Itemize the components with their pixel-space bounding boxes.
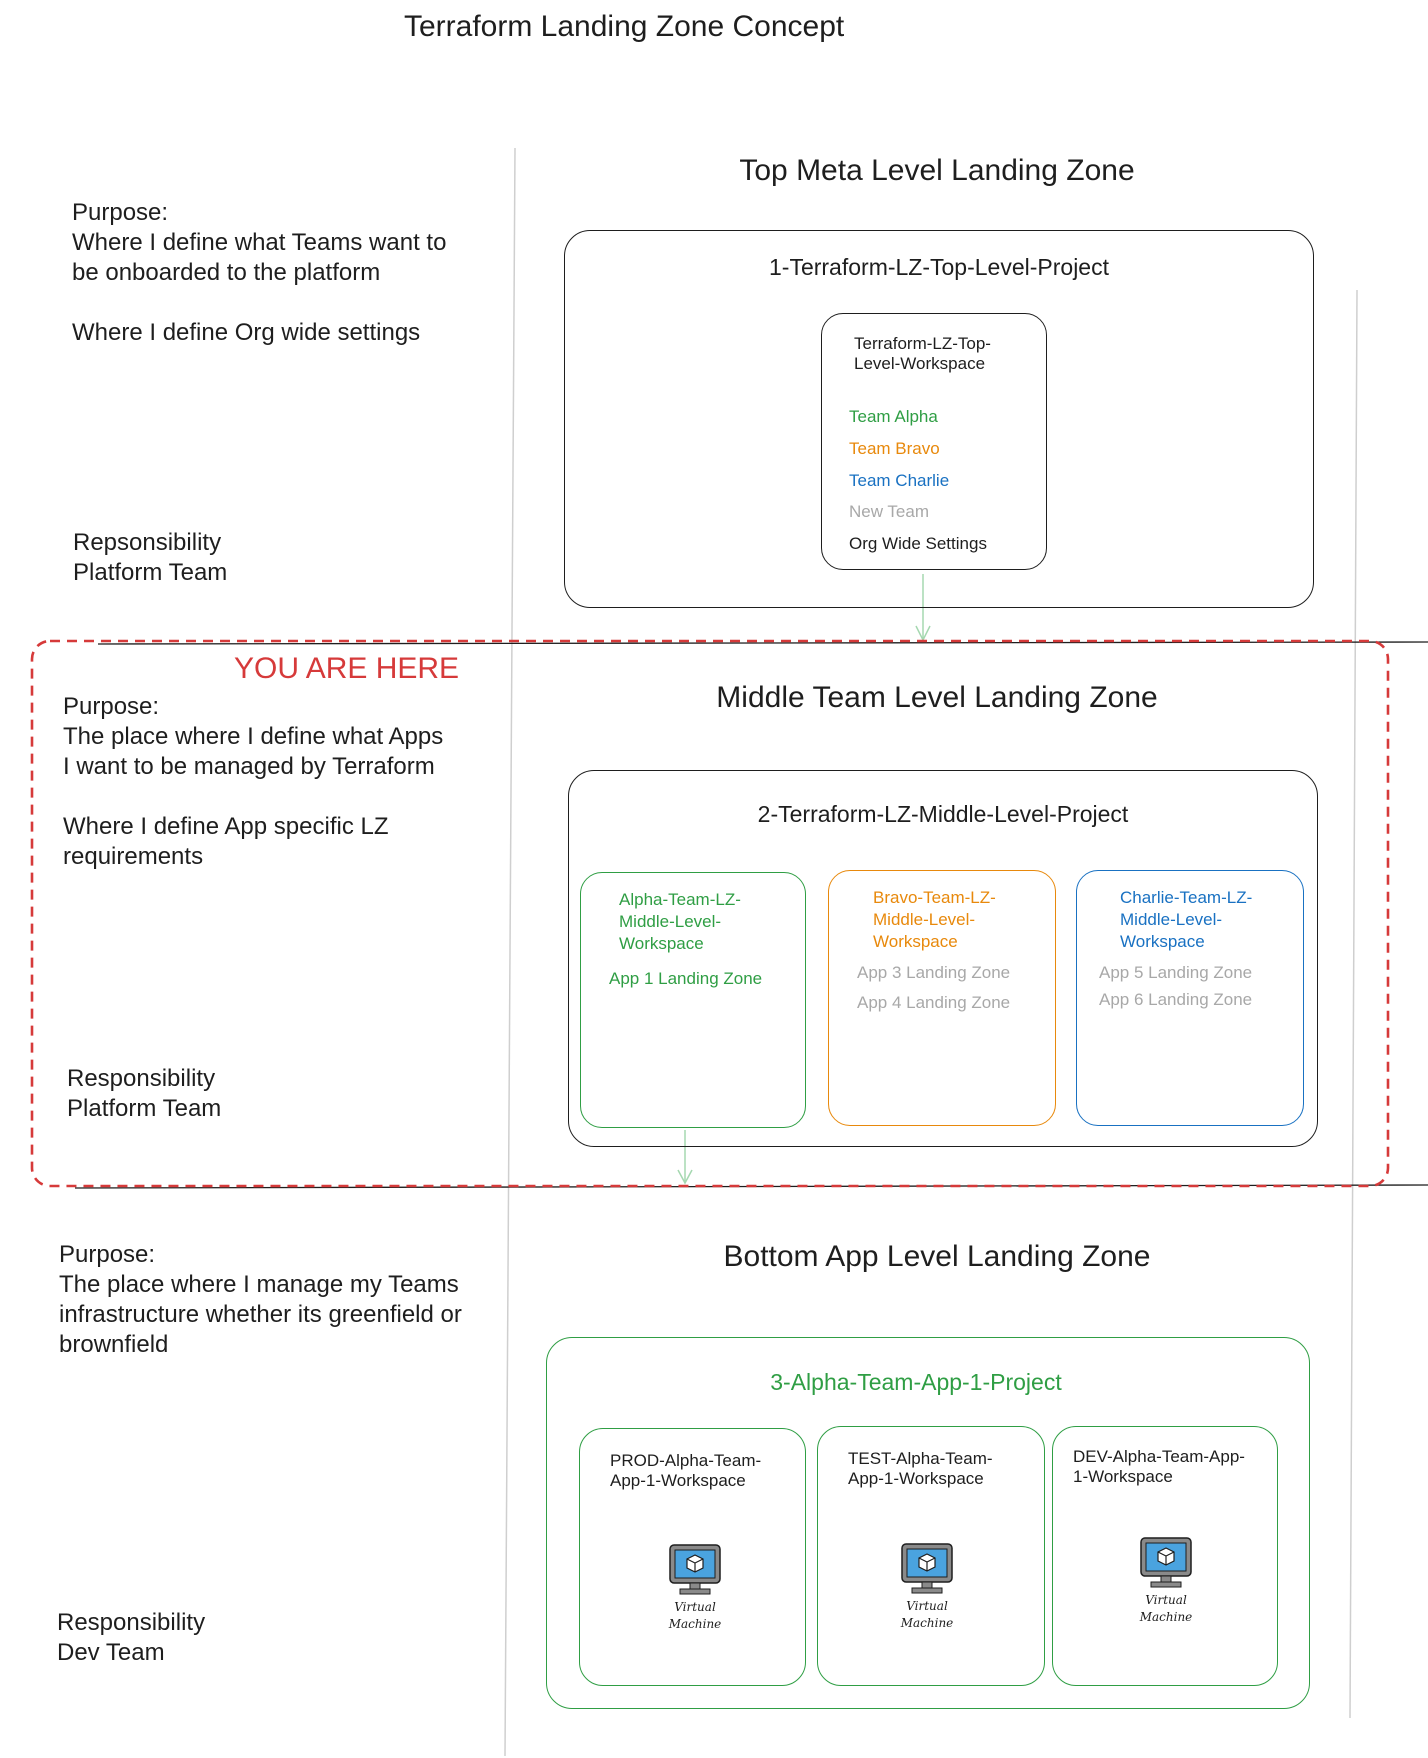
bottom-zone-title: Bottom App Level Landing Zone (723, 1240, 1151, 1273)
top-level-project-box: 1-Terraform-LZ-Top-Level-Project (564, 230, 1314, 608)
you-are-here-label: YOU ARE HERE (234, 652, 460, 685)
bravo-workspace-name: Bravo-Team-LZ- Middle-Level- Workspace (873, 888, 996, 951)
bottom-project-title: 3-Alpha-Team-App-1-Project (770, 1369, 1062, 1395)
you-are-here-box (30, 639, 1390, 1188)
prod-workspace-box: PROD-Alpha-Team- App-1-Workspace Virtual… (579, 1428, 806, 1686)
charlie-team-workspace-box: Charlie-Team-LZ- Middle-Level- Workspace… (1076, 870, 1304, 1126)
top-level-workspace-box: Terraform-LZ-Top- Level-Workspace Team A… (821, 313, 1047, 570)
dev-workspace-name: DEV-Alpha-Team-App- 1-Workspace (1073, 1447, 1245, 1486)
bravo-team-workspace-box: Bravo-Team-LZ- Middle-Level- Workspace A… (828, 870, 1056, 1126)
middle-zone-title: Middle Team Level Landing Zone (716, 681, 1158, 714)
app-1-landing-zone: App 1 Landing Zone (609, 969, 763, 988)
prod-workspace-name: PROD-Alpha-Team- App-1-Workspace (610, 1451, 762, 1490)
vm-label: Virtual Machine (668, 1600, 722, 1631)
test-workspace-box: TEST-Alpha-Team- App-1-Workspace Virtual… (817, 1426, 1045, 1686)
middle-responsibility: Responsibility Platform Team (67, 1065, 222, 1122)
vm-label: Virtual Machine (1139, 1593, 1193, 1624)
virtual-machine-icon: Virtual Machine (660, 1543, 730, 1643)
alpha-workspace-name: Alpha-Team-LZ- Middle-Level- Workspace (619, 890, 741, 953)
virtual-machine-icon: Virtual Machine (1131, 1536, 1201, 1636)
page-title: Terraform Landing Zone Concept (404, 10, 845, 43)
team-charlie-item: Team Charlie (849, 471, 950, 490)
new-team-item: New Team (849, 502, 929, 521)
arrow-middle-to-bottom (677, 1130, 693, 1185)
top-zone-title: Top Meta Level Landing Zone (739, 154, 1135, 187)
app-4-landing-zone: App 4 Landing Zone (857, 993, 1011, 1012)
top-project-title: 1-Terraform-LZ-Top-Level-Project (769, 254, 1109, 280)
middle-project-title: 2-Terraform-LZ-Middle-Level-Project (757, 801, 1129, 827)
bottom-level-project-box: 3-Alpha-Team-App-1-Project (546, 1337, 1310, 1709)
team-alpha-item: Team Alpha (849, 407, 938, 426)
app-6-landing-zone: App 6 Landing Zone (1099, 990, 1253, 1009)
bottom-responsibility: Responsibility Dev Team (57, 1609, 206, 1666)
app-5-landing-zone: App 5 Landing Zone (1099, 963, 1253, 982)
team-bravo-item: Team Bravo (849, 439, 940, 458)
dev-workspace-box: DEV-Alpha-Team-App- 1-Workspace Virtual … (1052, 1426, 1278, 1686)
middle-level-project-box: 2-Terraform-LZ-Middle-Level-Project (568, 770, 1318, 1147)
bottom-purpose: Purpose: The place where I manage my Tea… (59, 1241, 462, 1358)
top-responsibility: Repsonsibility Platform Team (73, 529, 228, 586)
vm-label: Virtual Machine (900, 1599, 954, 1630)
alpha-team-workspace-box: Alpha-Team-LZ- Middle-Level- Workspace A… (580, 872, 806, 1128)
top-purpose: Purpose: Where I define what Teams want … (72, 199, 447, 346)
app-3-landing-zone: App 3 Landing Zone (857, 963, 1011, 982)
top-workspace-name: Terraform-LZ-Top- Level-Workspace (854, 334, 991, 373)
test-workspace-name: TEST-Alpha-Team- App-1-Workspace (848, 1449, 993, 1488)
middle-purpose: Purpose: The place where I define what A… (63, 693, 444, 870)
org-wide-settings-item: Org Wide Settings (849, 534, 987, 553)
virtual-machine-icon: Virtual Machine (892, 1542, 962, 1642)
charlie-workspace-name: Charlie-Team-LZ- Middle-Level- Workspace (1120, 888, 1253, 951)
